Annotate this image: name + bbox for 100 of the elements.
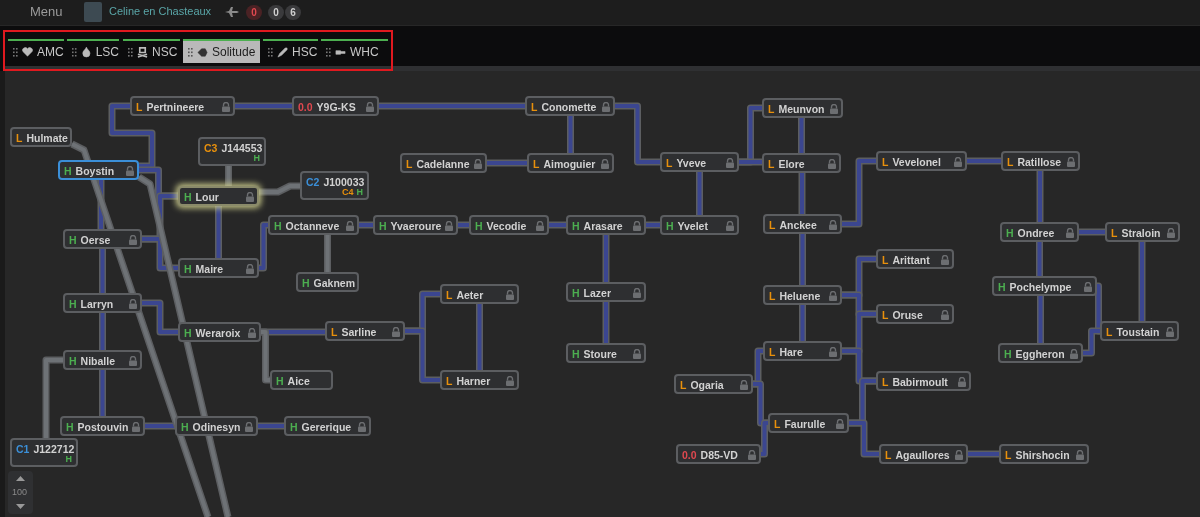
system-name: Elore xyxy=(778,158,805,170)
security-class: C1 xyxy=(16,443,30,455)
system-name: Gererique xyxy=(301,421,352,433)
security-class: H xyxy=(69,298,77,310)
system-node xyxy=(325,321,405,341)
security-class: L xyxy=(666,157,673,169)
system-node xyxy=(527,153,614,173)
security-class: L xyxy=(882,254,889,266)
connection-line xyxy=(968,450,999,458)
security-class: L xyxy=(769,290,776,302)
security-class: L xyxy=(16,132,23,144)
security-class: L xyxy=(882,309,889,321)
system-node xyxy=(1001,151,1080,171)
system-node xyxy=(63,229,142,249)
connection-line xyxy=(359,221,373,229)
system-name: Arasare xyxy=(583,220,623,232)
system-node xyxy=(998,343,1083,363)
system-name: Maire xyxy=(195,263,224,275)
connection-line xyxy=(615,102,660,166)
connection-line xyxy=(99,249,106,293)
security-class: L xyxy=(1007,156,1014,168)
system-node xyxy=(525,96,615,116)
system-name: Babirmoult xyxy=(892,376,948,388)
system-name: Heluene xyxy=(779,290,821,302)
connection-line xyxy=(324,235,331,272)
system-node xyxy=(178,258,259,278)
connection-line xyxy=(142,299,178,336)
security-class: L xyxy=(1111,227,1118,239)
system-node xyxy=(270,370,333,390)
security-class: 0.0 xyxy=(298,101,313,113)
connection-line xyxy=(842,157,876,228)
security-class: H xyxy=(290,421,298,433)
zoom-level: 100 xyxy=(12,487,28,497)
system-name: Eggheron xyxy=(1015,348,1065,360)
system-node xyxy=(660,152,739,172)
connection-line xyxy=(567,116,574,153)
security-class: H xyxy=(69,355,77,367)
security-class: L xyxy=(680,379,687,391)
security-class: L xyxy=(885,449,892,461)
system-name: Vecodie xyxy=(486,220,527,232)
security-class: H xyxy=(998,281,1006,293)
security-class: L xyxy=(533,158,540,170)
system-node xyxy=(198,137,266,166)
system-name: Yvaeroure xyxy=(390,220,442,232)
connection-line xyxy=(108,102,156,170)
system-name: Lazer xyxy=(583,287,612,299)
security-class: C3 xyxy=(204,142,218,154)
system-node xyxy=(130,96,235,116)
system-node xyxy=(63,350,142,370)
security-class: L xyxy=(446,375,453,387)
system-node xyxy=(1100,321,1179,341)
system-node xyxy=(999,444,1089,464)
security-class: C2 xyxy=(306,176,320,188)
tab: Solitude xyxy=(183,39,260,63)
system-name: Ratillose xyxy=(1017,156,1062,168)
connection-line xyxy=(137,174,232,517)
connection-line xyxy=(849,419,879,458)
character-name: Celine en Chasteaux xyxy=(109,5,212,17)
system-node xyxy=(58,160,139,180)
system-name: Yvelet xyxy=(677,220,708,232)
connection-line xyxy=(1079,228,1105,236)
system-name: J100033 xyxy=(323,176,365,188)
security-class: H xyxy=(64,165,72,177)
static-tag: H xyxy=(356,187,363,197)
connection-line xyxy=(967,157,1001,165)
system-name: Yveve xyxy=(676,157,707,169)
connection-line xyxy=(145,422,175,430)
security-class: H xyxy=(276,375,284,387)
connection-line xyxy=(1083,327,1100,357)
system-name: Ogaria xyxy=(690,379,724,391)
system-name: Hare xyxy=(779,346,803,358)
security-class: H xyxy=(184,263,192,275)
system-node xyxy=(676,444,761,464)
system-node xyxy=(178,186,259,206)
connection-line xyxy=(799,305,806,341)
connection-line xyxy=(602,235,610,282)
system-name: Conomette xyxy=(541,101,597,113)
security-class: H xyxy=(181,421,189,433)
security-class: L xyxy=(774,418,781,430)
connection-line xyxy=(798,118,805,153)
security-class: L xyxy=(1005,449,1012,461)
security-class: H xyxy=(184,327,192,339)
system-name: Arittant xyxy=(892,254,930,266)
system-name: Oerse xyxy=(80,234,111,246)
security-class: L xyxy=(882,156,889,168)
system-node xyxy=(175,416,258,436)
security-class: H xyxy=(184,191,192,203)
connection-line xyxy=(99,313,106,350)
system-node xyxy=(1000,222,1079,242)
system-node xyxy=(60,416,145,436)
security-class: L xyxy=(531,101,538,113)
system-node xyxy=(876,249,954,269)
system-node xyxy=(879,444,968,464)
system-name: Faurulle xyxy=(784,418,826,430)
system-node xyxy=(284,416,371,436)
connection-line xyxy=(259,221,268,272)
system-node xyxy=(373,215,458,235)
system-name: Anckee xyxy=(779,219,817,231)
connection-line xyxy=(1138,242,1146,321)
connection-line xyxy=(476,304,483,370)
